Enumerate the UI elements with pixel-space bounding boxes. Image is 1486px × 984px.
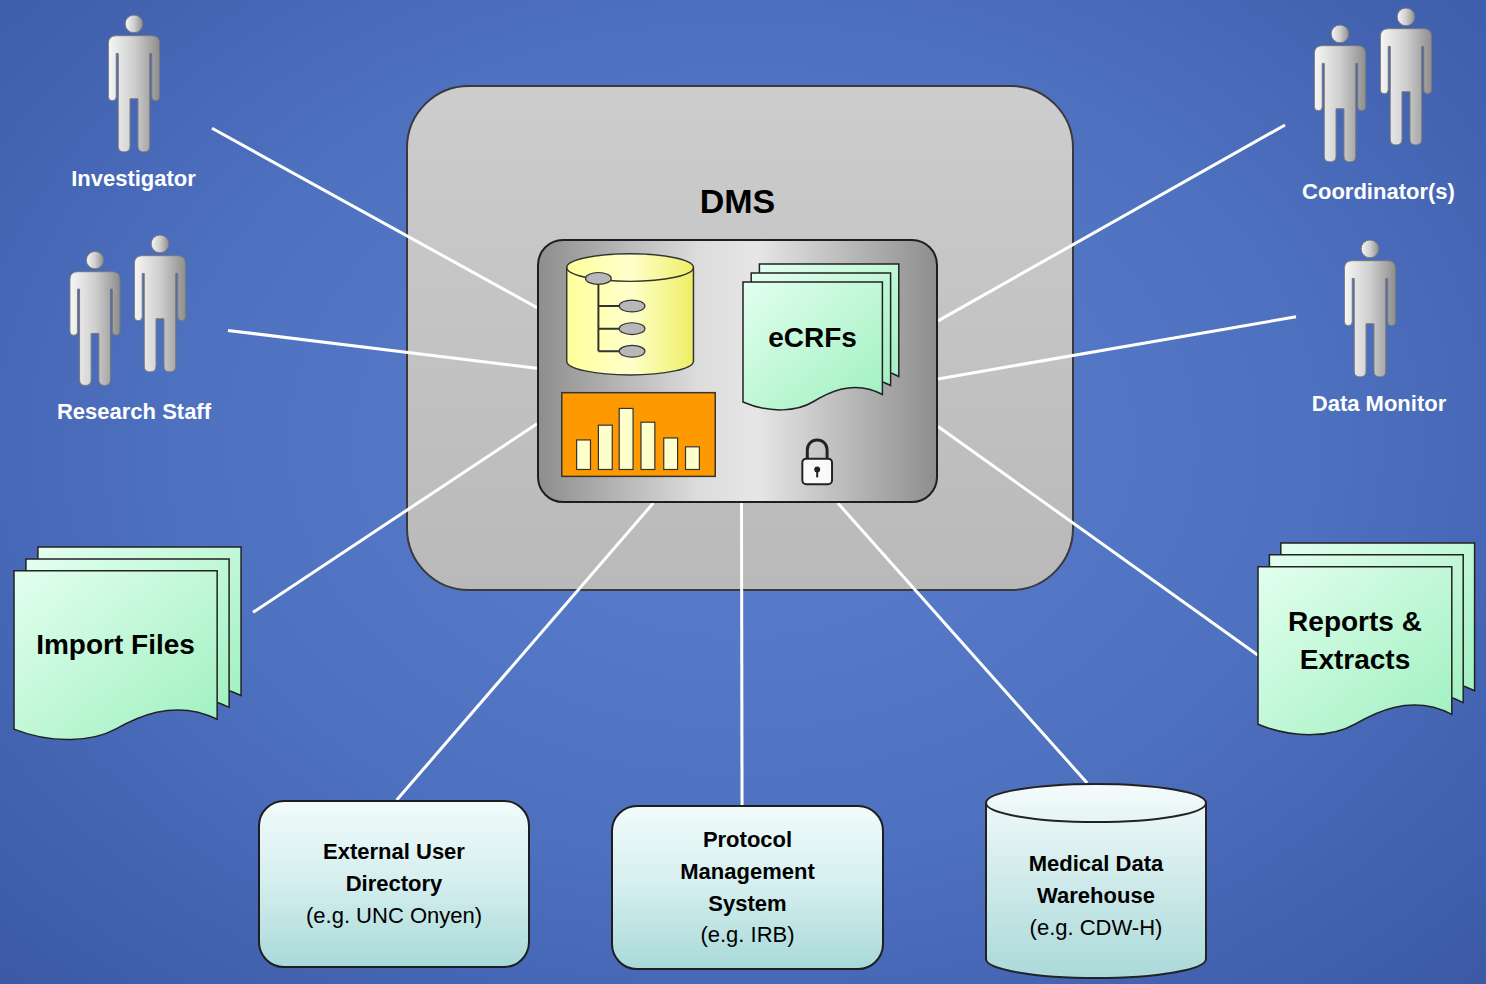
text-area: External User Directory(e.g. UNC Onyen) (260, 802, 528, 966)
text-area: Research Staff (40, 395, 228, 425)
database-cylinder: Medical Data Warehouse(e.g. CDW-H) (985, 783, 1207, 979)
document-stack: Reports & Extracts (1258, 543, 1486, 740)
connector-line (938, 426, 1258, 655)
node-label: Data Monitor (1312, 391, 1446, 417)
bar-chart-icon (562, 393, 715, 477)
node-sublabel: (e.g. UNC Onyen) (306, 900, 482, 932)
person-node: Investigator (55, 15, 212, 192)
connector-line (938, 125, 1285, 321)
connector-line (838, 503, 1087, 783)
text-area: Data Monitor (1296, 387, 1462, 417)
database-symbol (567, 254, 694, 375)
cylinder-shape (985, 783, 1207, 979)
node-sublabel: (e.g. IRB) (700, 919, 794, 951)
node-label: Protocol Management System (668, 824, 828, 920)
node-label: Investigator (71, 166, 196, 192)
person-icon (1380, 8, 1431, 145)
person-icon (70, 251, 120, 385)
text-area: eCRFs (743, 282, 882, 395)
text-area: Investigator (55, 162, 212, 192)
document-stack: eCRFs (743, 264, 907, 414)
text-area: Coordinator(s) (1285, 175, 1472, 205)
text-area: Medical Data Warehouse(e.g. CDW-H) (985, 823, 1207, 969)
node-label: Reports & Extracts (1265, 603, 1445, 679)
dms-housing (407, 86, 1073, 590)
node-label: Medical Data Warehouse (1009, 848, 1184, 912)
person-icon (108, 15, 159, 152)
node-label: eCRFs (768, 319, 857, 357)
document-stack: Import Files (14, 547, 253, 745)
connector-line (228, 330, 537, 368)
text-area: Import Files (14, 571, 217, 720)
system-box: External User Directory(e.g. UNC Onyen) (258, 800, 530, 968)
person-node: Research Staff (40, 232, 228, 425)
document-shape (1258, 543, 1486, 740)
node-label: Research Staff (57, 399, 211, 425)
connector-line (212, 128, 537, 307)
node-label: DMS (700, 181, 776, 222)
connector-line (253, 424, 537, 613)
connector-line (938, 317, 1296, 379)
person-icon (134, 235, 185, 372)
person-node: Coordinator(s) (1285, 5, 1472, 205)
connector-line (740, 503, 744, 805)
dms-panel: DMSeCRFs (537, 239, 938, 503)
text-area: Protocol Management System(e.g. IRB) (613, 807, 882, 968)
connector-line (397, 503, 654, 800)
node-label: Import Files (36, 626, 195, 664)
text-area: Reports & Extracts (1258, 567, 1452, 715)
person-icon (1314, 25, 1365, 162)
person-node: Data Monitor (1296, 238, 1462, 417)
node-label: Coordinator(s) (1302, 179, 1455, 205)
person-icon (1344, 240, 1395, 377)
node-sublabel: (e.g. CDW-H) (1030, 912, 1163, 944)
node-label: External User Directory (294, 836, 494, 900)
text-area: DMS (539, 179, 936, 223)
lock-icon (802, 440, 832, 484)
system-box: Protocol Management System(e.g. IRB) (611, 805, 884, 970)
